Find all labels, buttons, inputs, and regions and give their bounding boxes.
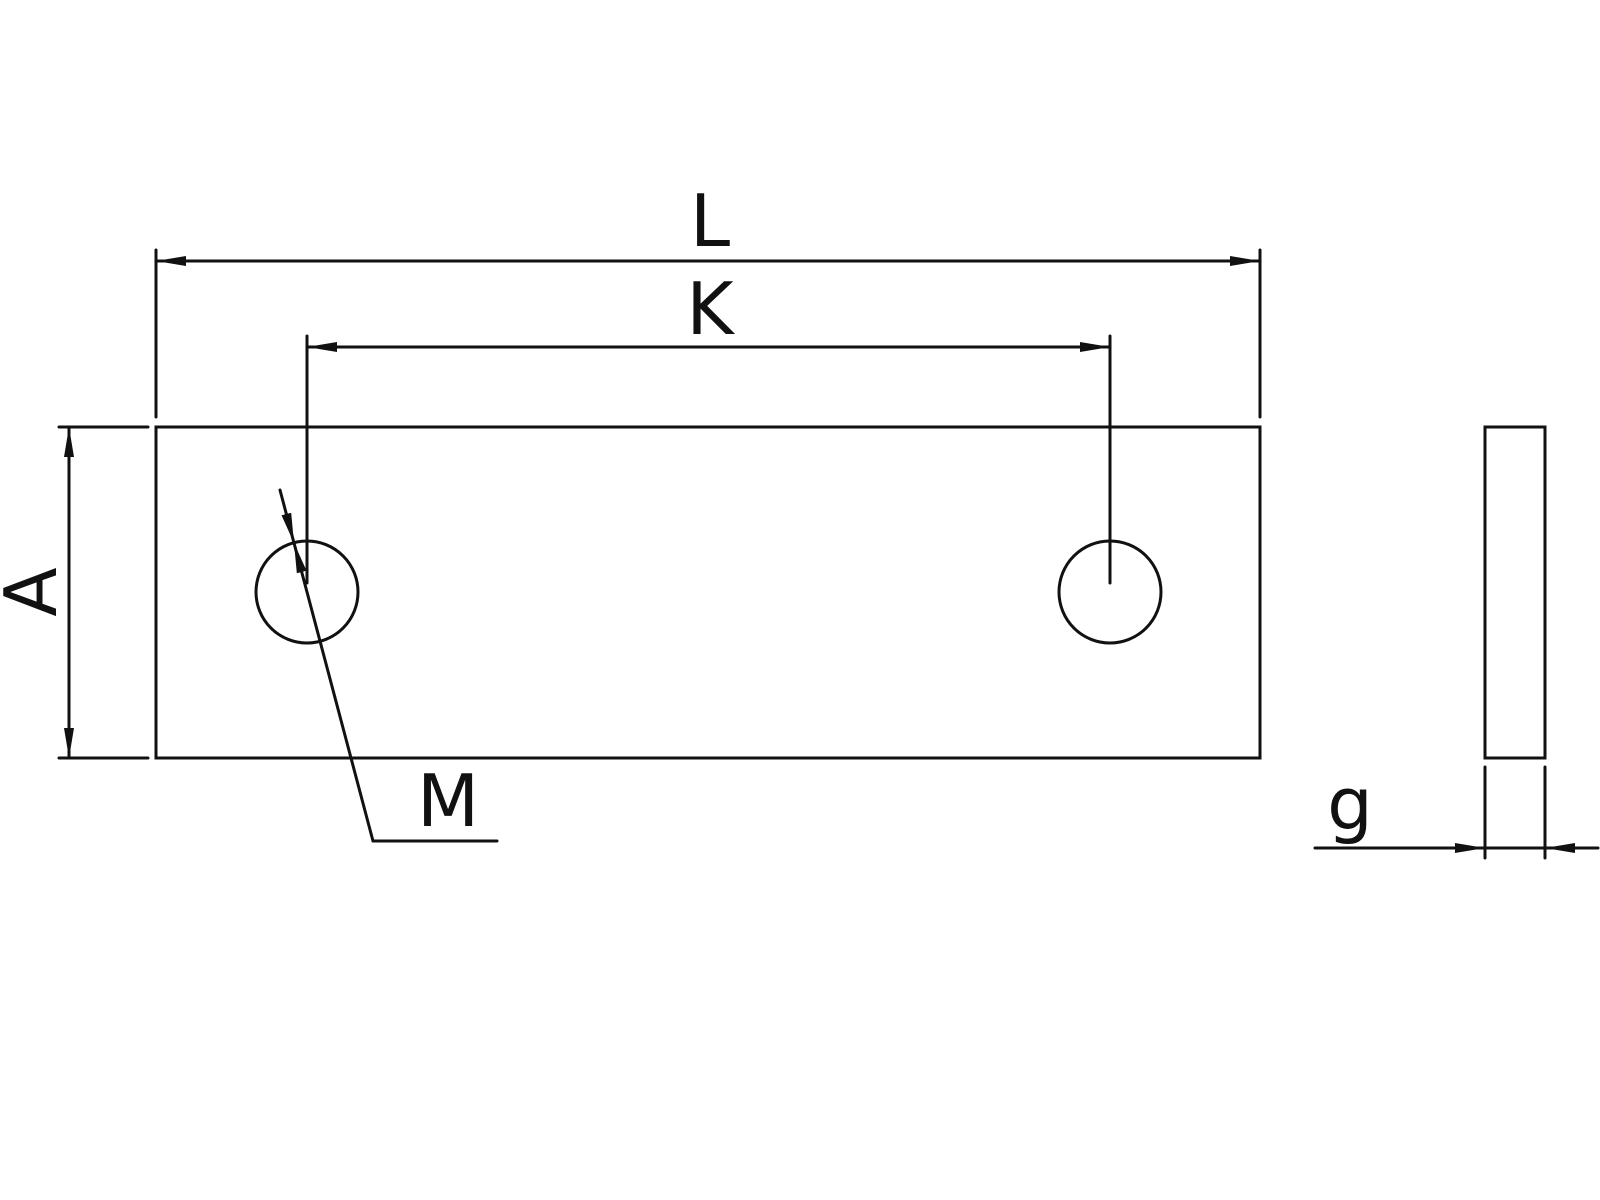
label-width: A bbox=[0, 567, 73, 616]
dimension-width: A bbox=[0, 425, 150, 760]
dimension-hole-diameter: M bbox=[278, 488, 499, 843]
dimension-thickness: g bbox=[1313, 762, 1600, 860]
plate-outline bbox=[154, 425, 1262, 760]
front-view bbox=[154, 425, 1262, 760]
label-hole-diameter: M bbox=[417, 759, 479, 843]
label-thickness: g bbox=[1327, 762, 1373, 846]
dimension-hole-spacing: K bbox=[305, 267, 1112, 585]
label-hole-spacing: K bbox=[686, 267, 735, 351]
label-length: L bbox=[690, 179, 730, 263]
side-view bbox=[1483, 425, 1547, 760]
dimension-length: L bbox=[154, 179, 1262, 419]
side-view-outline bbox=[1483, 425, 1547, 760]
leader-arrow-top bbox=[278, 488, 296, 545]
leader-line-diameter bbox=[292, 541, 375, 843]
